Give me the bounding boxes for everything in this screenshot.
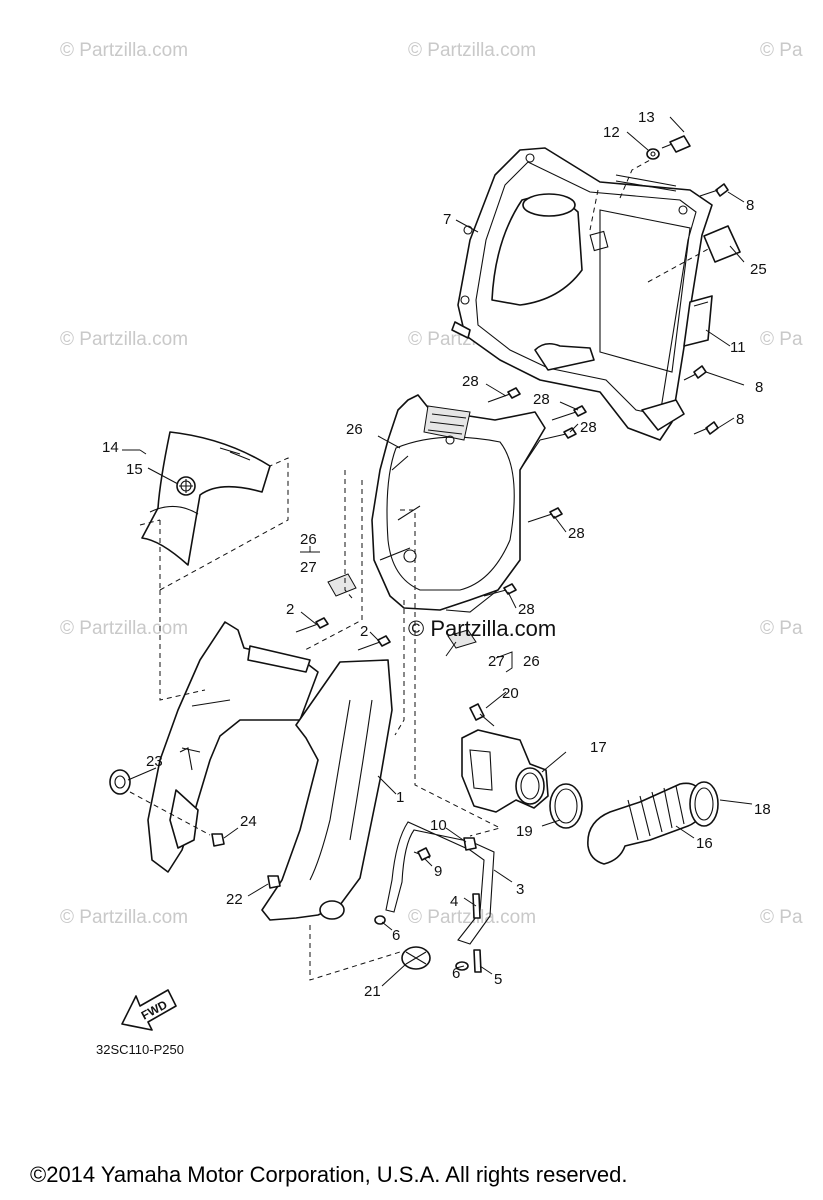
callout-8: 8: [736, 411, 744, 428]
watermark: © Partzilla.com: [408, 907, 536, 928]
part-8-screws: [683, 183, 729, 435]
part-21-cap: [401, 946, 431, 970]
part-18-clamp: [689, 781, 719, 827]
part-25-label: [703, 225, 741, 263]
callout-labels: 7 12 13 8 25 11 8 8 28 28 28 28 28 26 14…: [102, 109, 771, 1000]
callout-3: 3: [516, 881, 524, 898]
callout-16: 16: [696, 835, 713, 852]
callout-23: 23: [146, 753, 163, 770]
callout-11: 11: [730, 339, 746, 356]
assembly-lines: [129, 159, 711, 981]
diagram-code: 32SC110-P250: [96, 1042, 184, 1057]
callout-2: 2: [286, 601, 294, 618]
part-28-screws: [483, 387, 587, 597]
part-16-intake-duct: [587, 782, 704, 865]
callout-26: 26: [346, 421, 363, 438]
callout-5: 5: [494, 971, 502, 988]
callout-9: 9: [434, 863, 442, 880]
callout-1: 1: [396, 789, 404, 806]
callout-26: 26: [300, 531, 317, 548]
part-19-clamp: [549, 783, 583, 829]
watermark: © Pa: [760, 907, 803, 928]
center-watermark: © Partzilla.com: [408, 616, 556, 641]
part-24-nut: [211, 833, 225, 847]
part-13-bolt: [661, 135, 691, 153]
callout-17: 17: [590, 739, 607, 756]
part-11-damper: [683, 295, 713, 347]
callout-25: 25: [750, 261, 767, 278]
watermark: © Pa: [760, 329, 803, 350]
callout-21: 21: [364, 983, 381, 1000]
part-2-screws: [295, 617, 391, 651]
callout-27: 27: [488, 653, 505, 670]
callout-12: 12: [603, 124, 620, 141]
callout-28: 28: [518, 601, 535, 618]
callout-18: 18: [754, 801, 771, 818]
callout-26: 26: [523, 653, 540, 670]
part-26-inner-panel-front: [371, 394, 546, 613]
part-17-intake-joint: [461, 729, 549, 813]
callout-7: 7: [443, 211, 451, 228]
callout-28: 28: [568, 525, 585, 542]
callout-14: 14: [102, 439, 119, 456]
callout-24: 24: [240, 813, 257, 830]
watermark: © Partzilla.com: [408, 40, 536, 61]
watermark: © Pa: [760, 40, 803, 61]
fwd-arrow: FWD: [121, 989, 177, 1031]
callout-27: 27: [300, 559, 317, 576]
part-10-nut: [463, 837, 477, 851]
part-14-front-cover: [141, 431, 271, 566]
leader-lines: [122, 116, 753, 987]
watermark: © Partzilla.com: [60, 907, 188, 928]
callout-28: 28: [533, 391, 550, 408]
callout-6: 6: [392, 927, 400, 944]
watermark: © Pa: [760, 618, 803, 639]
callout-10: 10: [430, 817, 447, 834]
part-4-bolt: [472, 893, 481, 919]
watermark: © Partzilla.com: [60, 40, 188, 61]
callout-8: 8: [746, 197, 754, 214]
part-1-leg-shield: [147, 621, 393, 921]
callout-4: 4: [450, 893, 458, 910]
part-5-bolt: [473, 949, 482, 973]
callout-8: 8: [755, 379, 763, 396]
callout-22: 22: [226, 891, 243, 908]
callout-28: 28: [580, 419, 597, 436]
part-20-bolt: [469, 703, 495, 727]
callout-28: 28: [462, 373, 479, 390]
part-22-nut: [267, 875, 281, 889]
callout-2: 2: [360, 623, 368, 640]
callout-13: 13: [638, 109, 655, 126]
watermark-layer: © Partzilla.com © Partzilla.com © Pa © P…: [60, 40, 803, 928]
part-7-inner-panel-rear: [451, 147, 713, 441]
part-23-grommet: [109, 769, 131, 795]
watermark: © Partzilla.com: [60, 329, 188, 350]
callout-20: 20: [502, 685, 519, 702]
callout-19: 19: [516, 823, 533, 840]
part-9-bolt: [417, 847, 431, 861]
callout-6: 6: [452, 965, 460, 982]
copyright-notice: ©2014 Yamaha Motor Corporation, U.S.A. A…: [30, 1162, 627, 1187]
watermark: © Partzilla.com: [60, 618, 188, 639]
part-12-washer: [646, 148, 660, 160]
part-15-emblem: [176, 476, 196, 496]
callout-15: 15: [126, 461, 143, 478]
